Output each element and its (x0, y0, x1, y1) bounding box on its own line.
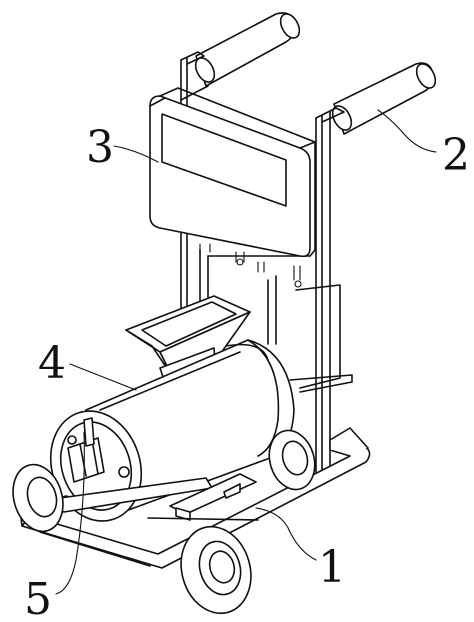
handle-right (331, 62, 437, 135)
front-wheel (180, 525, 252, 615)
leader-line-4 (69, 363, 137, 391)
rear-left-wheel (12, 463, 64, 533)
label-1: 1 (318, 542, 346, 593)
leader-line-5 (55, 431, 85, 595)
drum-end-fitting (61, 417, 130, 505)
label-5: 5 (24, 574, 52, 622)
rear-right-wheel (268, 429, 316, 491)
label-3: 3 (86, 122, 114, 173)
leader-line-3 (113, 145, 159, 163)
label-2: 2 (442, 130, 470, 181)
right-post (315, 107, 345, 473)
handle-left (194, 12, 301, 87)
control-box (149, 87, 316, 288)
leader-line-2 (377, 109, 437, 153)
leader-line-1 (255, 507, 317, 561)
label-4: 4 (38, 338, 66, 389)
hopper (125, 295, 251, 383)
